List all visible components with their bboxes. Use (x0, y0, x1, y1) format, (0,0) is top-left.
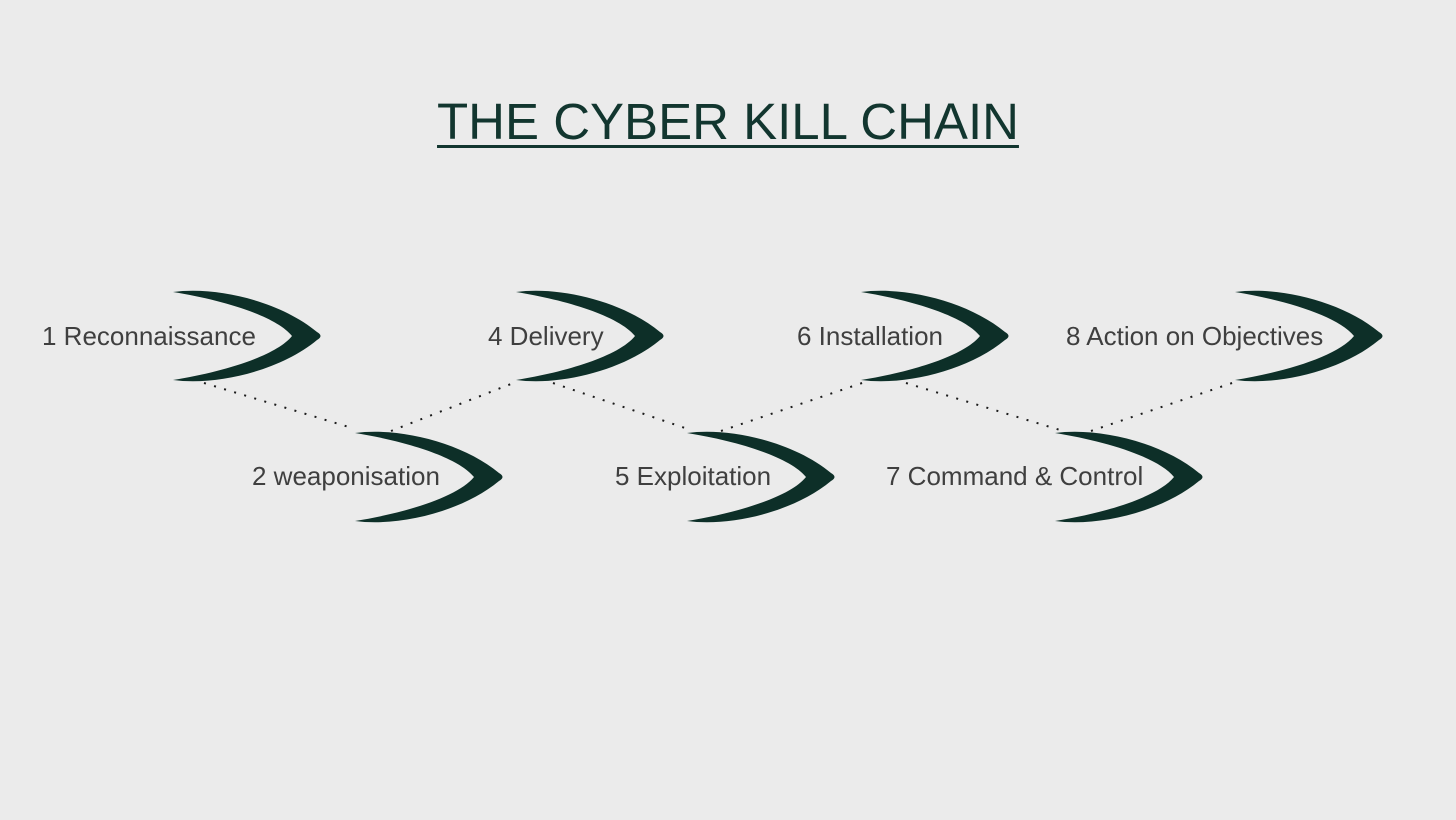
stage-label-exploitation: 5 Exploitation (615, 461, 772, 491)
page-title: THE CYBER KILL CHAIN (437, 93, 1019, 150)
stage-label-reconnaissance: 1 Reconnaissance (42, 321, 256, 351)
stage-label-weaponisation: 2 weaponisation (252, 461, 440, 491)
stage-label-action-on-objectives: 8 Action on Objectives (1066, 321, 1324, 351)
dotted-connector (1090, 381, 1236, 432)
dotted-connector (203, 382, 353, 429)
dotted-connector (905, 382, 1061, 431)
connector-lines (203, 381, 1236, 432)
dotted-connector (720, 381, 866, 432)
stage-label-delivery: 4 Delivery (488, 321, 604, 351)
stage-label-command-control: 7 Command & Control (886, 461, 1144, 491)
dotted-connector (552, 382, 689, 430)
stage-label-installation: 6 Installation (797, 321, 943, 351)
dotted-connector (390, 381, 517, 432)
